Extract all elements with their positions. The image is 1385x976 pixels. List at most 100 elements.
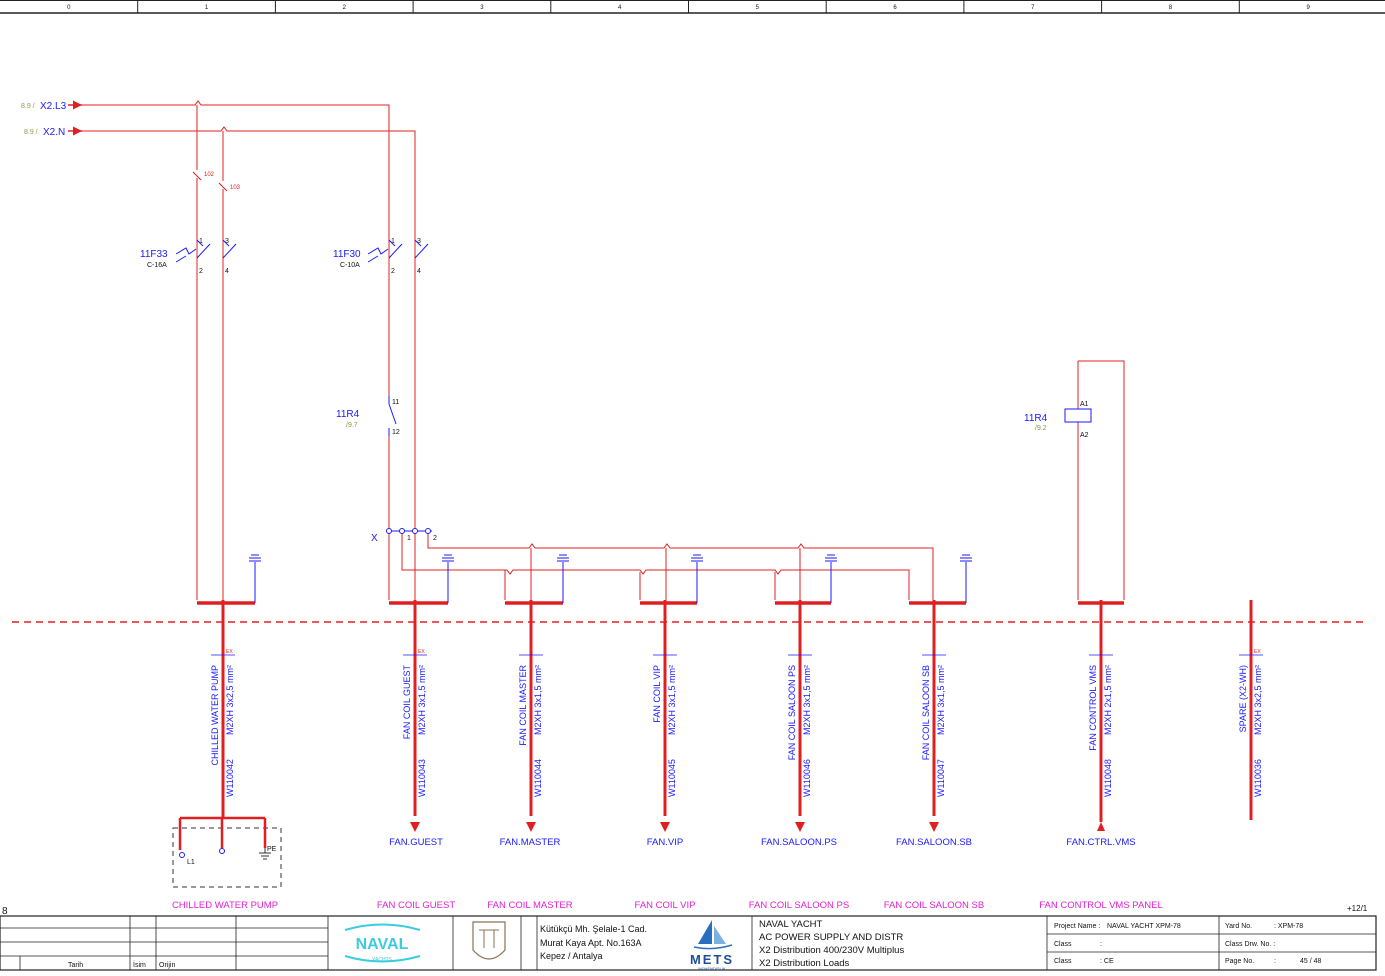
class-label: Class: [1054, 958, 1072, 965]
mets-logo: METS MÜHENDİSLİK: [690, 920, 734, 971]
breaker-11f30[interactable]: 11F30 C-10A 1 3 2 4: [333, 238, 429, 275]
description-line: AC POWER SUPPLY AND DISTR: [759, 932, 903, 943]
function-title: FAN COIL VIP: [635, 900, 696, 911]
relay-ref: /9.2: [1035, 425, 1047, 432]
terminal-no: 1: [199, 238, 203, 245]
column-number: 0: [67, 5, 71, 11]
relay-tag: 11R4: [336, 409, 360, 420]
function-title: FAN COIL MASTER: [487, 900, 572, 911]
feeder-ref: 8.9 /: [24, 129, 38, 136]
column-number: 2: [343, 5, 347, 11]
terminal-no: PE: [267, 846, 277, 853]
cable-spec: M2XH 3x2,5 mm²: [225, 665, 235, 735]
breaker-11f33[interactable]: 11F33 C-16A 1 3 2 4: [140, 238, 237, 275]
destination-tag: FAN.CTRL.VMS: [1066, 837, 1135, 848]
terminal-no: A1: [1080, 401, 1089, 408]
arrow-down-icon: [929, 822, 939, 832]
cable-spec: M2XH 2x1,5 mm²: [1103, 665, 1113, 735]
cable-name: FAN COIL MASTER: [518, 665, 528, 746]
arrow-down-icon: [795, 822, 805, 832]
feeder-l3: 8.9 / X2.L3: [21, 100, 82, 112]
breaker-tag: 11F33: [140, 249, 168, 260]
cable-name: FAN COIL SALOON SB: [921, 665, 931, 760]
terminal-no: 3: [417, 238, 421, 245]
destination-tag: FAN.VIP: [647, 837, 683, 848]
feeder-label: X2.N: [43, 127, 65, 138]
column-number: 7: [1031, 5, 1035, 11]
arrow-down-icon: [660, 822, 670, 832]
function-title: FAN COIL SALOON SB: [884, 900, 984, 911]
cable-spec: M2XH 3x2,5 mm²: [1253, 665, 1263, 735]
cable-name: FAN CONTROL VMS: [1088, 665, 1098, 751]
yard-label: Yard No.: [1225, 923, 1252, 930]
ground-icon: [691, 554, 703, 603]
break-ref: 103: [230, 185, 241, 191]
logo-subtext: MÜHENDİSLİK: [698, 966, 726, 971]
cable-spec: M2XH 3x1,5 mm²: [802, 665, 812, 735]
logo-subtext: YACHTS: [372, 957, 393, 963]
function-title: FAN CONTROL VMS PANEL: [1039, 900, 1163, 911]
crest-logo: [472, 921, 506, 960]
destination-tag: FAN.GUEST: [389, 837, 443, 848]
relay-contact-11r4[interactable]: 11R4 /9.7 11 12: [336, 396, 400, 436]
cable-id: W110043: [417, 759, 427, 797]
ground-icon: [557, 554, 569, 603]
destination-tag: FAN.MASTER: [500, 837, 561, 848]
arrow-down-icon: [410, 822, 420, 832]
wiring: [82, 100, 1125, 600]
title-block: Tarih İsim Orijin NAVAL YACHTS Kütükçü M…: [0, 915, 1377, 971]
address-line: Kepez / Antalya: [540, 951, 603, 961]
terminal-no: 4: [225, 268, 229, 275]
ground-icon: [442, 554, 454, 603]
column-number: 9: [1306, 5, 1310, 11]
terminal-no: 3: [225, 238, 229, 245]
sheet-ref: +12/1: [1347, 904, 1368, 913]
cable-spec: M2XH 3x1,5 mm²: [533, 665, 543, 735]
cable-name: CHILLED WATER PUMP: [210, 665, 220, 766]
cable-name: FAN COIL GUEST: [402, 665, 412, 740]
page-value: 45 / 48: [1300, 958, 1322, 965]
terminal-tag: X: [371, 533, 378, 544]
relay-tag: 11R4: [1024, 413, 1048, 424]
description-line: NAVAL YACHT: [759, 919, 823, 930]
logo-text: METS: [690, 952, 734, 967]
row-marker: 8: [2, 906, 8, 917]
description-line: X2 Distribution 400/230V Multiplus: [759, 945, 904, 956]
class-value: : CE: [1100, 958, 1114, 965]
cable-spec: M2XH 3x1,5 mm²: [667, 665, 677, 735]
page-colon: :: [1274, 958, 1276, 965]
cable-outlets: CHILLED WATER PUMP M2XH 3x2,5 mm² W110042 E…: [172, 554, 1263, 911]
terminal-strip-x[interactable]: X 1 2: [371, 528, 437, 545]
column-number: 4: [618, 5, 622, 11]
ex-mark: EX: [226, 649, 233, 655]
relay-coil-11r4[interactable]: 11R4 /9.2 A1 A2: [1024, 401, 1092, 439]
cable-name: FAN COIL VIP: [652, 665, 662, 723]
break-ref: 102: [204, 172, 215, 178]
pump-terminal-box[interactable]: L1 PE: [172, 816, 282, 888]
arrow-down-icon: [526, 822, 536, 832]
column-number: 1: [205, 5, 209, 11]
cable-id: W110042: [225, 759, 235, 797]
ex-mark: EX: [418, 649, 425, 655]
terminal-no: 1: [391, 238, 395, 245]
page-label: Page No.: [1225, 958, 1254, 965]
cable-outlet[interactable]: CHILLED WATER PUMP M2XH 3x2,5 mm² W110042 E…: [172, 554, 278, 911]
class-value: :: [1100, 941, 1102, 948]
address-line: Murat Kaya Apt. No.163A: [540, 938, 642, 948]
rev-header-name: İsim: [133, 960, 146, 969]
cable-id: W110047: [936, 759, 946, 797]
cable-name: FAN COIL SALOON PS: [787, 665, 797, 760]
breaker-rating: C-16A: [147, 262, 167, 269]
project-name-label: Project Name :: [1054, 923, 1100, 930]
naval-logo: NAVAL YACHTS: [344, 923, 421, 963]
